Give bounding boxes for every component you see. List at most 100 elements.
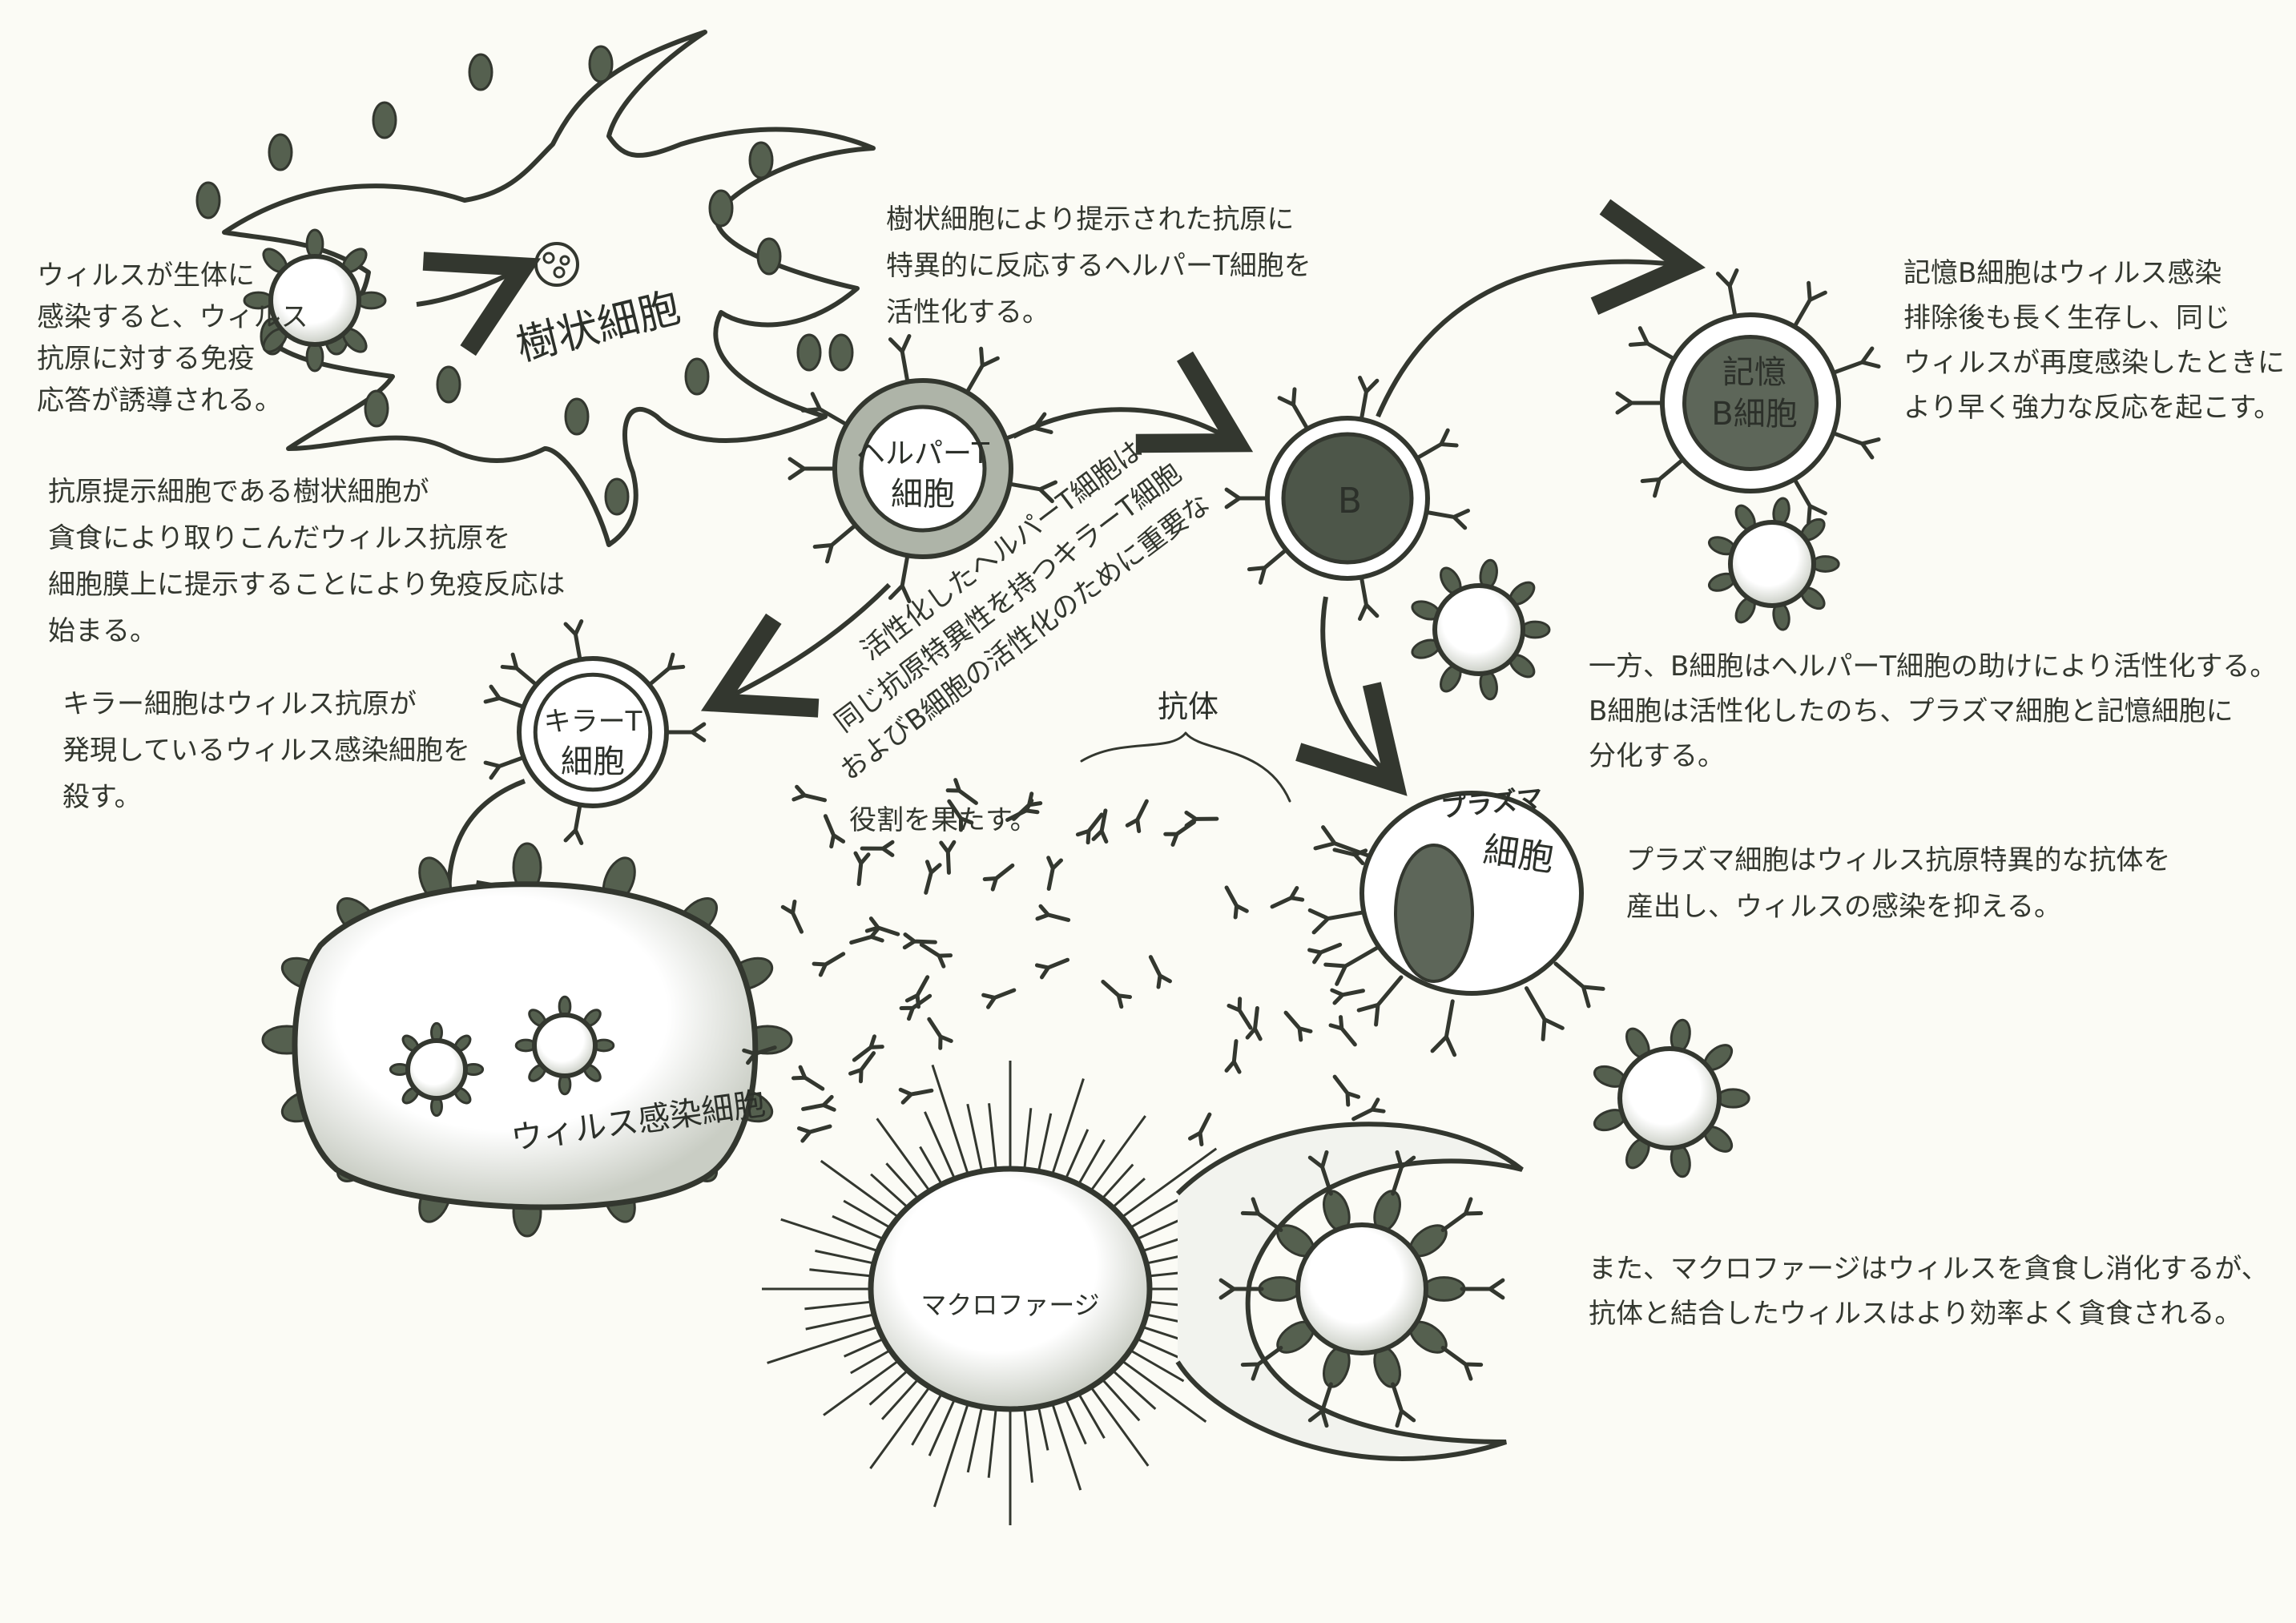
virus-near-memory-b-cell	[1707, 497, 1840, 631]
arrow-virus-to-dendritic	[416, 252, 542, 356]
bound-antibody-icon	[1240, 1197, 1283, 1233]
killer-t-cell-label-2: 細胞	[561, 743, 625, 780]
virus-body	[268, 254, 361, 347]
receptor-icon	[812, 523, 858, 564]
note-5-line: 一方、B細胞はヘルパーT細胞の助けにより活性化する。	[1589, 650, 2277, 683]
virus-body	[1295, 1222, 1428, 1355]
receptor-icon	[1003, 412, 1053, 441]
antibody-icon	[1307, 942, 1343, 965]
receptor-icon	[1358, 376, 1380, 422]
receptor-icon	[664, 722, 707, 743]
bound-antibody-icon	[1218, 1278, 1264, 1300]
note-0-line: 抗原に対する免疫	[37, 343, 255, 375]
antibody-icon	[982, 863, 1015, 892]
antibody-icon	[1332, 848, 1368, 865]
antibody-icon	[1553, 961, 1605, 1009]
antibody-icon	[1224, 885, 1249, 920]
antibody-icon	[792, 784, 828, 803]
dendritic-spike	[468, 53, 493, 91]
note-6-line: 産出し、ウィルスの感染を抑える。	[1626, 891, 2061, 923]
antibody-icon	[1525, 986, 1565, 1041]
dendritic-spike	[588, 45, 614, 83]
antibody-icon	[899, 993, 932, 1021]
dendritic-spike	[364, 389, 389, 428]
killer-t-cell-label-1: キラーT	[544, 706, 642, 738]
macrophage-engulfing-arm	[1175, 1122, 1524, 1461]
note-3-line: 活性化する。	[886, 296, 1049, 328]
antibody-icon	[1356, 975, 1404, 1027]
antibody-icon	[852, 1034, 884, 1062]
antibody-brace	[1080, 731, 1291, 803]
receptor-icon	[888, 333, 912, 385]
arrow-helper-to-killer	[700, 582, 892, 718]
bound-antibody-icon	[1240, 1345, 1283, 1381]
virus-spike	[356, 291, 387, 310]
macrophage	[762, 1061, 1524, 1525]
b-cell-nucleus	[1281, 432, 1414, 565]
receptor-icon	[1615, 391, 1665, 415]
note-4-line: より早く強力な反応を起こす。	[1903, 392, 2281, 424]
antibody-icon	[1101, 980, 1132, 1009]
dendritic-cell-body	[222, 30, 876, 547]
bound-antibody-icon	[1391, 1382, 1416, 1428]
virus-inside-infected-cell	[389, 1021, 485, 1118]
antibody-icon	[1091, 808, 1109, 844]
receptor-icon	[483, 755, 526, 780]
receptor-icon	[787, 457, 837, 481]
virus-inside-infected-cell	[514, 995, 615, 1096]
killer-t-cell-nucleus	[533, 672, 653, 792]
note-4-line: 記憶B細胞はウィルス感染	[1903, 257, 2221, 289]
virus-body	[1617, 1046, 1722, 1150]
bound-antibody-icon	[1307, 1150, 1333, 1196]
plasma-cell	[1307, 791, 1605, 1057]
receptor-icon	[1224, 487, 1270, 509]
helper-t-cell	[787, 333, 1058, 604]
note-0-line: 応答が誘導される。	[37, 385, 282, 417]
antibody-icon	[1012, 791, 1043, 821]
antibody-icon	[904, 975, 930, 1009]
dendritic-spike	[195, 181, 221, 219]
dendritic-spike	[796, 333, 822, 372]
memory-b-cell	[1615, 268, 1881, 526]
memory-b-cell-nucleus	[1682, 335, 1819, 471]
antibody-icon	[1283, 1010, 1313, 1042]
antibody-icon	[939, 840, 957, 875]
receptor-icon	[500, 652, 539, 687]
receptor-icon	[1792, 477, 1827, 526]
dendritic-spike	[684, 357, 710, 396]
virus-spike	[1422, 1276, 1466, 1302]
receptor-icon	[1277, 387, 1310, 431]
antibody-icon	[791, 1065, 825, 1091]
receptor-icon	[647, 652, 686, 687]
virus-spike	[1258, 1276, 1302, 1302]
antibody-icon	[1332, 1074, 1361, 1107]
note-1-line: 貪食により取りこんだウィルス抗原を	[48, 522, 510, 554]
virus-near-b-cell	[1411, 558, 1551, 701]
plasma-cell-label-2: 細胞	[1480, 829, 1556, 880]
dendritic-spike	[372, 101, 397, 139]
antibody-icon	[1188, 1112, 1212, 1147]
antibody-label: 抗体	[1158, 689, 1218, 724]
note-3-line: 特異的に反応するヘルパーT細胞を	[886, 250, 1311, 282]
note-7-line: 抗体と結合したウィルスはより効率よく貪食される。	[1589, 1298, 2242, 1330]
antibody-icon	[1125, 799, 1149, 834]
virus-spike	[305, 228, 324, 260]
antibody-icon	[1075, 812, 1104, 845]
arrow-helper-to-b	[1012, 351, 1254, 453]
dendritic-cell-label: 樹状細胞	[512, 284, 685, 371]
dendritic-spike	[436, 365, 461, 404]
antibody-icon	[1351, 1097, 1386, 1122]
receptor-icon	[1640, 457, 1686, 498]
memory-b-cell-label-1: 記憶	[1722, 354, 1786, 391]
antibody-icon	[945, 778, 978, 805]
antibody-icon	[1148, 955, 1172, 989]
note-2-line: 殺す。	[62, 781, 142, 813]
virus-right	[1593, 1018, 1750, 1178]
helper-t-cell-nucleus	[859, 405, 987, 533]
antibody-icon	[1224, 1039, 1242, 1074]
antibody-icon	[902, 932, 937, 950]
antibody-icon	[812, 952, 846, 977]
virus-spike	[1520, 620, 1551, 639]
note-4-line: 排除後も長く生存し、同じ	[1903, 302, 2230, 334]
receptor-icon	[483, 684, 526, 710]
